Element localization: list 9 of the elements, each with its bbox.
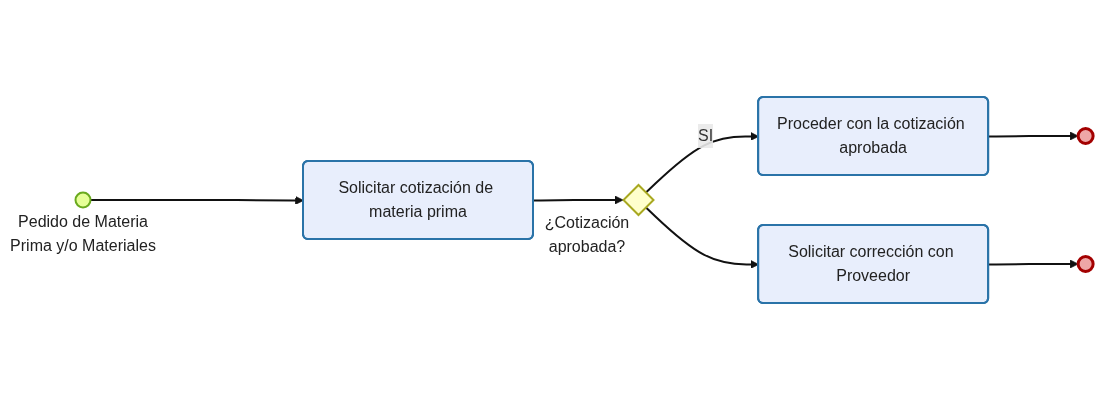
- node-diamond: [622, 183, 656, 217]
- node-label: ¿Cotización aprobada?: [545, 214, 630, 255]
- node-circle: [1077, 255, 1096, 273]
- arrow: [988, 131, 1079, 141]
- arrow: [988, 259, 1079, 269]
- edge-label: SI: [698, 127, 714, 144]
- node-label: Pedido de Materia Prima y/o Materiales: [10, 212, 157, 254]
- node-circle: [74, 191, 92, 209]
- node-circle: [1077, 127, 1096, 145]
